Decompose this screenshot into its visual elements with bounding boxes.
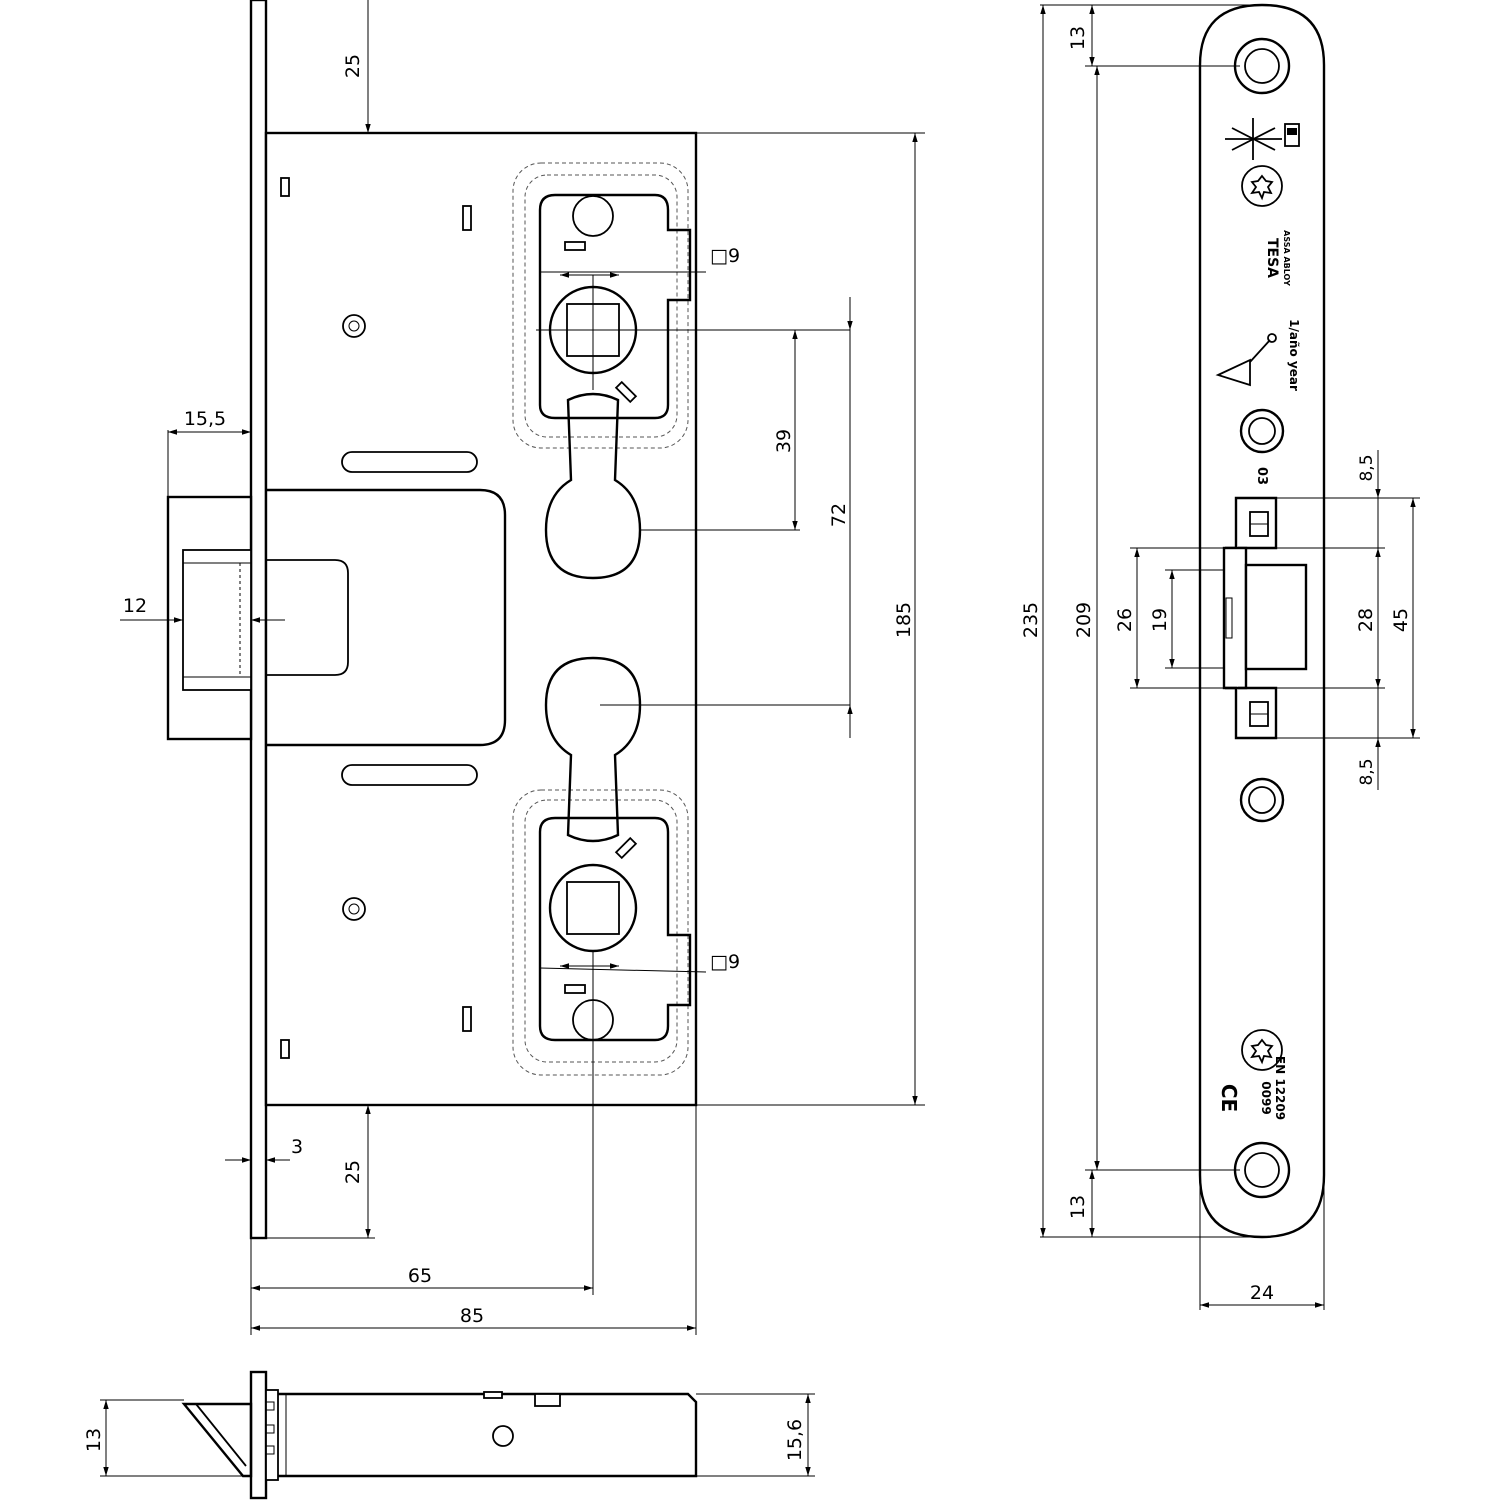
bolt-housing	[266, 488, 507, 747]
dim-top-offset: 25	[342, 54, 364, 78]
slot-lower	[341, 764, 478, 786]
ce-marking: CE	[1217, 1084, 1241, 1112]
cert-number-marking: 0099	[1259, 1081, 1273, 1114]
dim-hole-spacing: 209	[1073, 602, 1095, 638]
dim-backset: 65	[408, 1265, 432, 1287]
dim-case-depth: 85	[460, 1305, 484, 1327]
side-view: 13 15,6	[83, 1370, 815, 1500]
dim-bottom-hole: 13	[1067, 1195, 1089, 1219]
torx-screw-bottom	[1241, 1029, 1283, 1071]
deadbolt	[166, 495, 253, 741]
front-view: 25 25 15,5 12 3 □9 □9 39 72 185	[120, 0, 925, 1335]
dim-latch-span: 45	[1390, 608, 1412, 632]
follower-lower	[512, 656, 850, 1076]
dim-opening-outer: 26	[1114, 608, 1136, 632]
dim-case-height: 185	[893, 602, 915, 638]
standard-marking: EN 12209	[1273, 1056, 1287, 1120]
lubrication-icon	[1215, 333, 1277, 387]
dim-spacing-small: 39	[773, 429, 795, 453]
dim-plate-width: 24	[1250, 1282, 1274, 1304]
dim-square-bottom: □9	[710, 951, 740, 973]
fire-rating-icon	[1225, 118, 1300, 160]
side-faceplate	[249, 1370, 268, 1500]
dim-latch-width: 28	[1355, 608, 1377, 632]
dim-latch-gap-top: 8,5	[1357, 454, 1377, 481]
dim-latch-gap-bottom: 8,5	[1357, 758, 1377, 785]
dim-bolt-projection: 15,5	[184, 408, 226, 430]
hole-upper-mid	[1239, 408, 1285, 454]
dim-faceplate-thickness: 3	[291, 1136, 303, 1158]
grade-marking: 03	[1254, 467, 1269, 485]
slot-upper	[341, 451, 478, 473]
dim-total-length: 235	[1020, 602, 1042, 638]
side-latch	[181, 1402, 253, 1478]
dim-top-hole: 13	[1067, 26, 1089, 50]
brand-marking: TESA	[1264, 238, 1280, 278]
dim-square-top: □9	[710, 245, 740, 267]
dim-spacing-large: 72	[828, 503, 850, 527]
dim-latch-width: 12	[123, 595, 147, 617]
torx-screw-top	[1241, 165, 1283, 207]
dim-case-thickness: 15,6	[784, 1419, 806, 1461]
lifetime-marking: 1/año year	[1287, 319, 1301, 391]
side-hole	[492, 1425, 514, 1447]
bolt-inner	[266, 559, 349, 676]
strike-plate: TESA ASSA ABLOY 1/año year 03 CE 0099 EN…	[1020, 3, 1420, 1310]
dim-opening-inner: 19	[1149, 608, 1171, 632]
rivet-top	[342, 314, 366, 338]
strike-opening	[1222, 496, 1308, 740]
faceplate	[249, 0, 268, 1240]
cylinder-cutout-lower	[544, 656, 642, 843]
sub-brand-marking: ASSA ABLOY	[1282, 230, 1291, 286]
hole-lower-mid	[1239, 777, 1285, 823]
dim-bottom-offset: 25	[342, 1160, 364, 1184]
dim-bolt-height: 13	[83, 1428, 105, 1452]
rivet-bottom	[342, 897, 366, 921]
follower-upper	[512, 162, 850, 580]
lock-case	[264, 131, 698, 1107]
side-case	[278, 1392, 698, 1478]
cylinder-cutout-upper	[544, 392, 642, 580]
